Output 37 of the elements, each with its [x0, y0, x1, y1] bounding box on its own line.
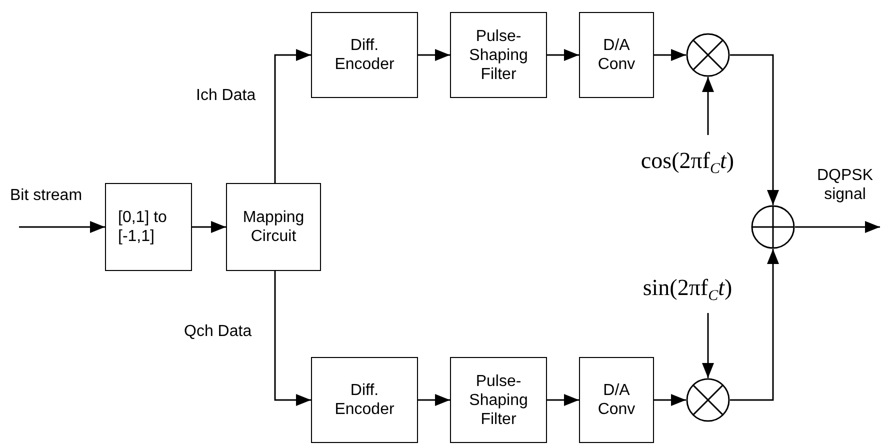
arrow — [274, 271, 311, 406]
arrow — [274, 49, 311, 183]
block-label: Diff. Encoder — [334, 36, 396, 74]
block-label: D/A Conv — [596, 36, 636, 74]
arrow — [418, 394, 450, 406]
arrow — [547, 49, 579, 61]
block-label: Diff. Encoder — [334, 381, 396, 419]
process-box — [311, 12, 418, 98]
block-label: Pulse-Shaping Filter — [468, 26, 529, 84]
block-label: Mapping Circuit — [242, 208, 306, 246]
process-box — [226, 183, 321, 271]
adder-symbol — [751, 205, 795, 249]
edge-label: Qch Data — [184, 322, 252, 341]
process-box — [579, 12, 654, 98]
arrow — [418, 49, 450, 61]
block-label: D/A Conv — [596, 381, 636, 419]
process-box — [105, 183, 192, 271]
multiplier-symbol — [686, 33, 730, 77]
multiplier-symbol — [686, 378, 730, 422]
process-box — [450, 357, 547, 443]
arrow — [654, 49, 686, 61]
arrow — [654, 394, 686, 406]
block-label: [0,1] to [-1,1] — [117, 208, 168, 246]
arrow — [702, 77, 714, 135]
carrier-formula: cos(2πf$_{C}$t) — [640, 148, 734, 179]
arrow — [795, 221, 880, 233]
carrier-formula: sin(2πf$_{C}$t) — [642, 275, 732, 306]
block-label: Pulse-Shaping Filter — [468, 372, 529, 428]
arrow — [702, 313, 714, 378]
arrow — [730, 249, 779, 401]
arrow — [547, 394, 579, 406]
process-box — [579, 357, 654, 443]
process-box — [311, 357, 418, 443]
arrow — [730, 54, 779, 205]
arrow — [192, 221, 226, 233]
process-box — [450, 12, 547, 98]
arrow — [19, 221, 105, 233]
